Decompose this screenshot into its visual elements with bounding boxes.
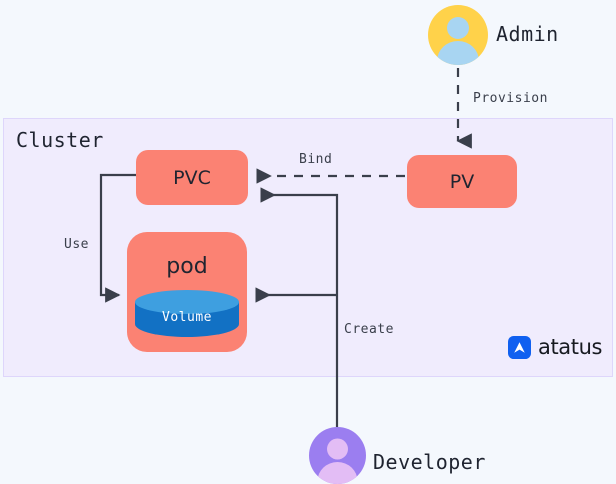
developer-avatar-icon[interactable] <box>309 427 366 484</box>
resource-label-pvc: PVC <box>173 166 211 189</box>
edge-label-provision: Provision <box>473 91 548 106</box>
resource-label-pod: pod <box>166 254 208 279</box>
cluster-label: Cluster <box>16 128 104 152</box>
atatus-logo: atatus <box>508 336 602 359</box>
resource-box-pv[interactable]: PV <box>407 155 517 208</box>
edge-label-use: Use <box>64 237 89 252</box>
atatus-mark-icon <box>508 336 531 359</box>
volume-label: Volume <box>162 310 212 325</box>
developer-label: Developer <box>373 450 486 474</box>
resource-label-pv: PV <box>449 170 475 193</box>
volume-cylinder-icon <box>135 290 239 337</box>
edge-label-bind: Bind <box>299 152 333 167</box>
atatus-wordmark: atatus <box>538 335 603 359</box>
edge-create <box>255 187 339 427</box>
admin-avatar-icon[interactable] <box>428 5 488 65</box>
resource-box-pvc[interactable]: PVC <box>136 150 248 205</box>
edge-use <box>99 173 136 303</box>
edge-label-create: Create <box>344 322 394 337</box>
admin-label: Admin <box>496 22 559 46</box>
